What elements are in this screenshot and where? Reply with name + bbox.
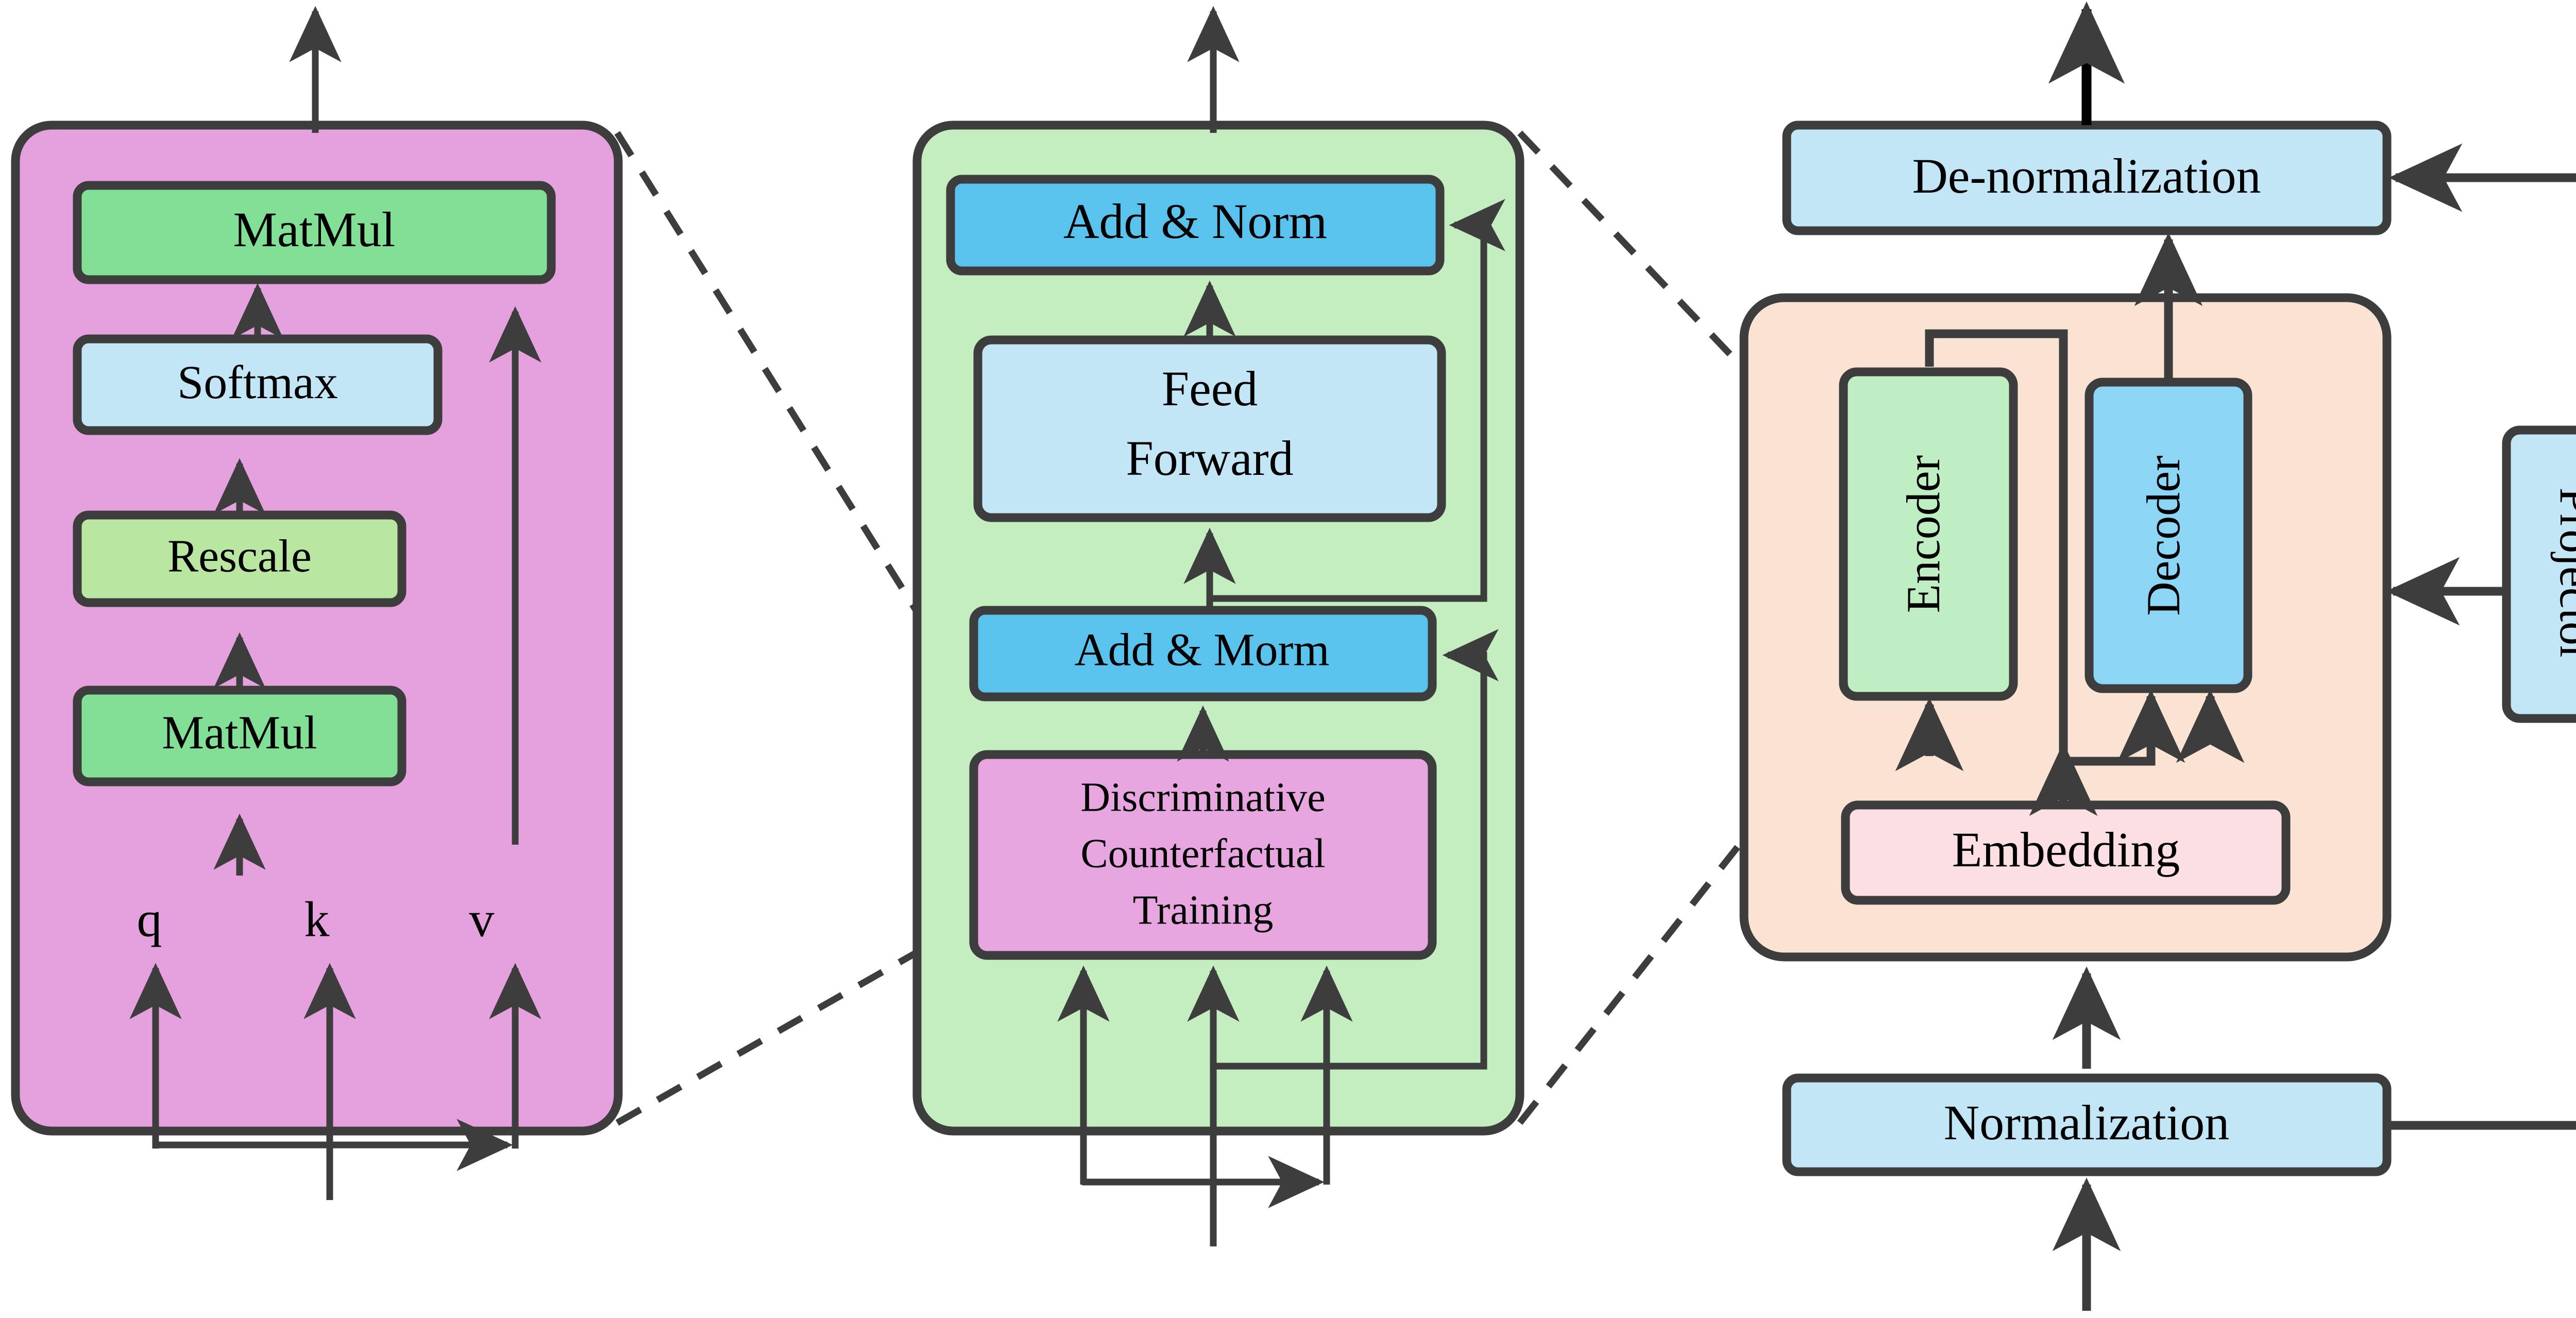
box-feed-forward[interactable]: Feed Forward xyxy=(973,335,1446,522)
label-k: k xyxy=(304,892,330,947)
label-v: v xyxy=(469,892,495,947)
dashed-connector-right-top xyxy=(1517,130,1783,409)
box-decoder[interactable]: Decoder xyxy=(2084,378,2252,693)
box-embedding-label: Embedding xyxy=(1952,822,2180,877)
model-wiring xyxy=(1895,143,2576,1311)
box-feed-forward-label-line2: Forward xyxy=(1126,431,1293,486)
label-q: q xyxy=(137,892,162,947)
dashed-connector-right-bottom xyxy=(1517,791,1783,1125)
box-encoder-rect xyxy=(1839,367,2018,701)
box-dct-label-line2: Counterfactual xyxy=(1080,831,1325,876)
box-add-morm[interactable]: Add & Morm xyxy=(969,606,1437,701)
box-embedding[interactable]: Embedding xyxy=(1841,800,2291,905)
expansion-connectors xyxy=(614,130,1783,1126)
block-internal-arrows xyxy=(1057,199,1505,1246)
residual-connection-upper xyxy=(1210,199,1505,602)
box-normalization-label: Normalization xyxy=(1944,1095,2229,1150)
box-de-normalization-label: De-normalization xyxy=(1912,148,2261,203)
box-dct-label-line3: Training xyxy=(1133,887,1274,933)
box-dct[interactable]: Discriminative Counterfactual Training xyxy=(969,750,1437,960)
box-add-norm-top[interactable]: Add & Norm xyxy=(946,175,1445,276)
wire-normalization-to-projector xyxy=(2387,1121,2576,1130)
attention-panel[interactable]: MatMul Softmax Rescale MatMul xyxy=(11,6,623,1200)
box-projector-rect xyxy=(2502,425,2576,723)
model-panel[interactable]: De-normalization Encoder Decoder Embeddi… xyxy=(1739,1,2576,1311)
box-matmul-top-label: MatMul xyxy=(233,202,396,257)
box-rescale[interactable]: Rescale xyxy=(73,510,406,607)
box-add-norm-top-label: Add & Norm xyxy=(1063,194,1327,249)
box-feed-forward-label-line1: Feed xyxy=(1162,361,1258,416)
box-add-morm-rect xyxy=(969,606,1437,701)
box-encoder-label: Encoder xyxy=(1897,455,1950,613)
box-normalization[interactable]: Normalization xyxy=(1782,1073,2392,1176)
wire-embedding-to-encoder xyxy=(1925,329,2068,757)
box-matmul-top-rect xyxy=(73,181,556,284)
box-add-norm-top-rect xyxy=(946,175,1445,276)
box-matmul-bottom-label: MatMul xyxy=(162,706,317,759)
box-add-morm-label: Add & Morm xyxy=(1075,625,1330,676)
residual-connection-lower xyxy=(1213,629,1499,1070)
box-matmul-bottom[interactable]: MatMul xyxy=(73,686,406,786)
box-softmax-label: Softmax xyxy=(177,356,338,408)
block-panel[interactable]: Add & Norm Feed Forward Add & Morm Discr… xyxy=(912,6,1524,1246)
dashed-connector-left-bottom xyxy=(615,950,918,1126)
box-projector[interactable]: Projector xyxy=(2502,425,2576,723)
box-decoder-label: Decoder xyxy=(2137,455,2190,616)
box-rescale-label: Rescale xyxy=(167,531,312,582)
box-de-normalization[interactable]: De-normalization xyxy=(1782,121,2392,235)
dashed-connector-left-top xyxy=(614,131,919,612)
wire-projector-to-denormalization xyxy=(2388,143,2576,212)
box-projector-label: Projector xyxy=(2550,487,2576,661)
box-matmul-top[interactable]: MatMul xyxy=(73,181,556,284)
box-encoder[interactable]: Encoder xyxy=(1839,367,2018,701)
attention-internal-arrows xyxy=(129,283,541,1200)
box-softmax[interactable]: Softmax xyxy=(73,334,443,435)
box-dct-label-line1: Discriminative xyxy=(1080,775,1325,820)
